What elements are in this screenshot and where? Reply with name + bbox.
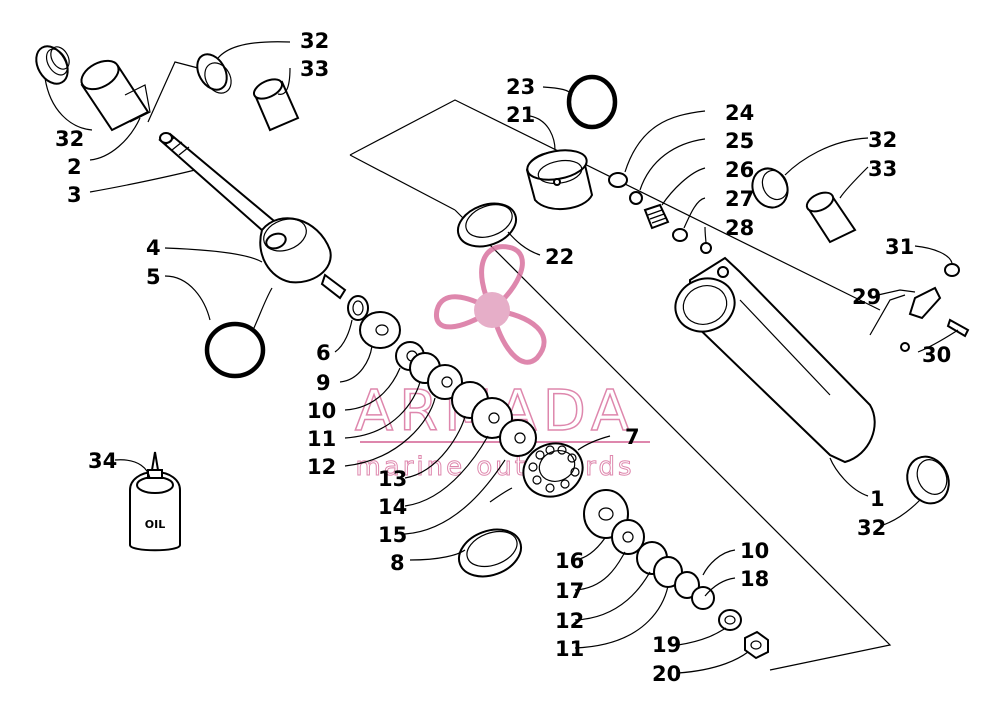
callout-12: 12	[555, 609, 584, 633]
callout-1: 1	[870, 487, 885, 511]
oil-label: OIL	[145, 518, 165, 531]
assembly-outline	[349, 99, 892, 671]
callout-32: 32	[55, 127, 84, 151]
sleeve-2	[80, 59, 151, 132]
callout-30: 30	[922, 343, 951, 367]
callout-16: 16	[555, 549, 584, 573]
washer-stack-left	[347, 295, 537, 457]
callout-2: 2	[67, 155, 82, 179]
washer-stack-right	[583, 489, 769, 660]
callout-26: 26	[725, 158, 754, 182]
callout-32: 32	[857, 516, 886, 540]
bushing-32-top	[196, 53, 232, 94]
bushing-32-right-top	[751, 167, 789, 209]
watermark-tagline: marine outboards	[355, 452, 634, 482]
callout-18: 18	[740, 567, 769, 591]
callout-7: 7	[625, 425, 640, 449]
callout-32: 32	[300, 29, 329, 53]
spacer-33-right	[805, 191, 857, 244]
callout-34: 34	[88, 449, 117, 473]
callout-19: 19	[652, 633, 681, 657]
callout-32: 32	[868, 128, 897, 152]
callout-33: 33	[300, 57, 329, 81]
callout-20: 20	[652, 662, 681, 686]
spacer-33-top	[252, 78, 300, 132]
callout-12: 12	[307, 455, 336, 479]
ring-8	[458, 528, 522, 578]
bearing-7-15	[522, 442, 584, 498]
callout-10: 10	[307, 399, 336, 423]
callout-labels: 32 33 32 2 3 4 5 6 9 10 11 12 13 14 15 8…	[55, 29, 951, 686]
o-ring-23	[566, 74, 618, 130]
cylinder-body-1	[674, 256, 876, 464]
bushing-32-right-bottom	[906, 455, 950, 505]
callout-17: 17	[555, 579, 584, 603]
valve-parts	[608, 172, 970, 352]
callout-33: 33	[868, 157, 897, 181]
piston-rod-3	[158, 132, 294, 248]
callout-31: 31	[885, 235, 914, 259]
callout-13: 13	[378, 467, 407, 491]
callout-5: 5	[146, 265, 161, 289]
callout-15: 15	[378, 523, 407, 547]
callout-6: 6	[316, 341, 331, 365]
callout-27: 27	[725, 187, 754, 211]
o-ring-5	[204, 321, 266, 379]
callout-9: 9	[316, 371, 331, 395]
leader-lines	[44, 41, 959, 674]
callout-21: 21	[506, 103, 535, 127]
oil-bottle-34: OIL	[129, 451, 181, 552]
callout-4: 4	[146, 236, 161, 260]
callout-22: 22	[545, 245, 574, 269]
callout-8: 8	[390, 551, 405, 575]
callout-10: 10	[740, 539, 769, 563]
bushing-32-top-left	[35, 45, 70, 85]
callout-11: 11	[555, 637, 584, 661]
callout-11: 11	[307, 427, 336, 451]
callout-25: 25	[725, 129, 754, 153]
propeller-logo	[434, 244, 547, 365]
piston-head-4	[259, 217, 347, 300]
ring-22	[456, 202, 518, 248]
callout-14: 14	[378, 495, 407, 519]
callout-29: 29	[852, 285, 881, 309]
callout-3: 3	[67, 183, 82, 207]
cap-21	[525, 149, 594, 211]
callout-28: 28	[725, 216, 754, 240]
callout-24: 24	[725, 101, 754, 125]
callout-23: 23	[506, 75, 535, 99]
